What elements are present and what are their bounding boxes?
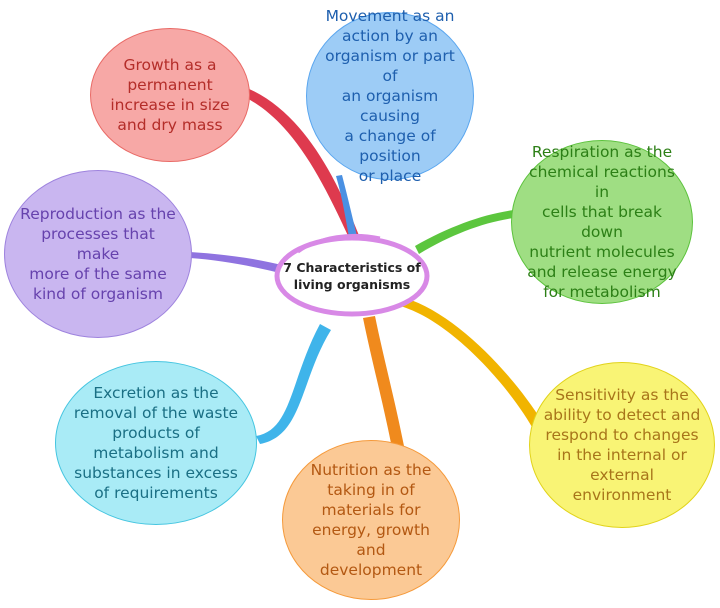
movement-text-line: Movement as an — [325, 7, 455, 25]
growth-text-line: and dry mass — [117, 116, 223, 134]
center-ring-swirl — [297, 233, 381, 254]
central-topic-line-2: living organisms — [293, 277, 411, 292]
branch-nutrition — [363, 316, 404, 448]
movement-text-line: action by an — [342, 27, 438, 45]
reproduction-text-line: kind of organism — [33, 285, 163, 303]
respiration-node: Respiration as the chemical reactions in… — [511, 140, 693, 304]
excretion-text-line: of requirements — [94, 484, 218, 502]
excretion-text-line: metabolism and — [93, 444, 219, 462]
center-ring — [274, 235, 430, 317]
nutrition-text-line: development — [319, 561, 423, 579]
nutrition-text-line: taking in of — [327, 481, 415, 499]
excretion-text-line: substances in excess — [74, 464, 238, 482]
movement-node: Movement as an action by an organism or … — [306, 7, 474, 185]
central-topic-line-1: 7 Characteristics of — [283, 260, 421, 275]
sensitivity-text-line: external — [590, 466, 654, 484]
growth-node: Growth as a permanent increase in size a… — [90, 28, 250, 162]
central-topic: 7 Characteristics of living organisms — [277, 246, 427, 306]
reproduction-text-line: more of the same — [29, 265, 167, 283]
movement-text-line: a change of position — [344, 127, 436, 165]
growth-text-line: permanent — [127, 76, 213, 94]
nutrition-node: Nutrition as the taking in of materials … — [282, 440, 460, 600]
excretion-text-line: Excretion as the — [93, 384, 219, 402]
branch-excretion — [256, 324, 331, 444]
excretion-text-line: products of — [112, 424, 200, 442]
reproduction-node: Reproduction as the processes that make … — [4, 170, 192, 338]
sensitivity-text-line: in the internal or — [557, 446, 687, 464]
branch-sensitivity — [400, 298, 546, 434]
excretion-node: Excretion as the removal of the waste pr… — [55, 361, 257, 525]
branch-respiration — [415, 210, 514, 254]
branch-movement — [336, 175, 358, 242]
respiration-text-line: and release energy — [527, 263, 677, 281]
respiration-text-line: chemical reactions in — [529, 163, 675, 201]
growth-text-line: Growth as a — [123, 56, 217, 74]
nutrition-text-line: Nutrition as the — [310, 461, 432, 479]
movement-text-line: or place — [358, 167, 422, 185]
movement-text-line: an organism causing — [341, 87, 439, 125]
sensitivity-text-line: ability to detect and — [543, 406, 701, 424]
movement-text-line: organism or part of — [325, 47, 455, 85]
reproduction-text-line: Reproduction as the — [20, 205, 176, 223]
nutrition-text-line: energy, growth and — [312, 521, 430, 559]
sensitivity-node: Sensitivity as the ability to detect and… — [529, 362, 715, 528]
excretion-text-line: removal of the waste — [73, 404, 239, 422]
growth-text-line: increase in size — [110, 96, 230, 114]
respiration-text-line: Respiration as the — [531, 143, 673, 161]
branch-reproduction — [190, 252, 286, 274]
sensitivity-text-line: environment — [572, 486, 672, 504]
respiration-text-line: nutrient molecules — [529, 243, 675, 261]
reproduction-text-line: processes that make — [41, 225, 155, 263]
respiration-text-line: cells that break down — [542, 203, 662, 241]
respiration-text-line: for metabolism — [543, 283, 661, 301]
nutrition-text-line: materials for — [321, 501, 421, 519]
sensitivity-text-line: respond to changes — [545, 426, 699, 444]
sensitivity-text-line: Sensitivity as the — [555, 386, 689, 404]
